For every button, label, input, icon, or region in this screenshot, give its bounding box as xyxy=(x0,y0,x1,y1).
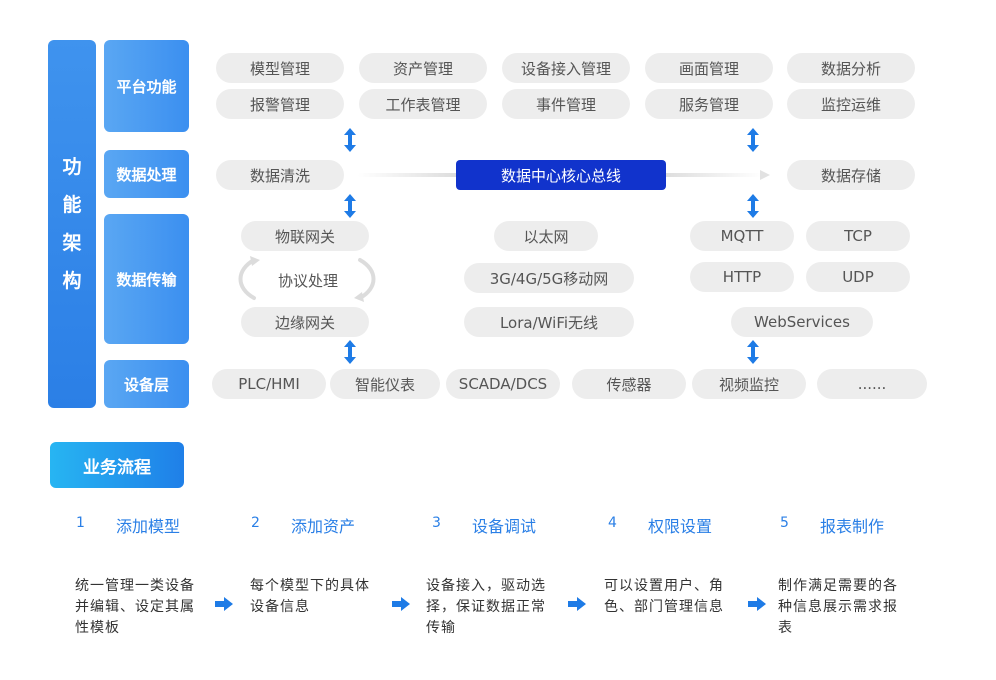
step-number: 3 xyxy=(432,515,441,531)
tcp-pill: TCP xyxy=(806,221,910,251)
step-title: 设备调试 xyxy=(472,517,537,536)
device-item: 智能仪表 xyxy=(330,369,440,399)
step-title: 报表制作 xyxy=(820,517,885,536)
step-description: 可以设置用户、角色、部门管理信息 xyxy=(604,578,724,615)
step-description: 设备接入，驱动选择，保证数据正常传输 xyxy=(426,578,546,636)
platform-item: 工作表管理 xyxy=(359,89,487,119)
workflow-title: 业务流程 xyxy=(50,442,184,488)
step-title: 添加资产 xyxy=(291,517,356,536)
right-arrow-icon xyxy=(392,597,410,611)
device-item: PLC/HMI xyxy=(212,369,326,399)
category-transmission: 数据传输 xyxy=(104,214,189,344)
core-bus: 数据中心核心总线 xyxy=(456,160,666,190)
architecture-title-bar: 功 能 架 构 xyxy=(48,40,96,408)
webservices-pill: WebServices xyxy=(731,307,873,337)
device-item: 视频监控 xyxy=(692,369,806,399)
step-title: 添加模型 xyxy=(116,517,181,536)
mqtt-pill: MQTT xyxy=(690,221,794,251)
right-arrow-icon xyxy=(748,597,766,611)
gateway-pill: 物联网关 xyxy=(241,221,369,251)
step-title: 权限设置 xyxy=(648,517,713,536)
double-arrow-icon xyxy=(747,194,759,218)
cycle-arrows-icon xyxy=(238,256,376,302)
right-arrow-icon xyxy=(215,597,233,611)
double-arrow-icon xyxy=(344,128,356,152)
category-processing: 数据处理 xyxy=(104,150,189,198)
category-device: 设备层 xyxy=(104,360,189,408)
step-number: 5 xyxy=(780,515,789,531)
protocol-label: 协议处理 xyxy=(277,271,338,290)
architecture-title-char: 功 xyxy=(62,156,82,178)
step-description: 每个模型下的具体设备信息 xyxy=(250,578,370,615)
step-number: 1 xyxy=(76,515,85,531)
step-description: 统一管理一类设备并编辑、设定其属性模板 xyxy=(75,578,195,636)
udp-pill: UDP xyxy=(806,262,910,292)
device-item: 传感器 xyxy=(572,369,686,399)
double-arrow-icon xyxy=(747,128,759,152)
lora-wifi-pill: Lora/WiFi无线 xyxy=(464,307,634,337)
platform-item: 监控运维 xyxy=(787,89,915,119)
double-arrow-icon xyxy=(344,340,356,364)
device-item: ...... xyxy=(817,369,927,399)
step-number: 4 xyxy=(608,515,617,531)
mobile-network-pill: 3G/4G/5G移动网 xyxy=(464,263,634,293)
edge-gateway-pill: 边缘网关 xyxy=(241,307,369,337)
architecture-title-char: 能 xyxy=(62,194,82,216)
platform-item: 数据分析 xyxy=(787,53,915,83)
device-item: SCADA/DCS xyxy=(446,369,560,399)
step-number: 2 xyxy=(251,515,260,531)
platform-item: 设备接入管理 xyxy=(502,53,630,83)
processing-left: 数据清洗 xyxy=(216,160,344,190)
platform-item: 事件管理 xyxy=(502,89,630,119)
ethernet-pill: 以太网 xyxy=(494,221,598,251)
category-platform: 平台功能 xyxy=(104,40,189,132)
step-description: 制作满足需要的各种信息展示需求报表 xyxy=(778,578,898,636)
architecture-title-char: 构 xyxy=(62,270,82,292)
platform-item: 模型管理 xyxy=(216,53,344,83)
platform-item: 画面管理 xyxy=(645,53,773,83)
processing-right: 数据存储 xyxy=(787,160,915,190)
platform-item: 报警管理 xyxy=(216,89,344,119)
http-pill: HTTP xyxy=(690,262,794,292)
double-arrow-icon xyxy=(747,340,759,364)
right-arrow-icon xyxy=(568,597,586,611)
platform-item: 资产管理 xyxy=(359,53,487,83)
architecture-title-char: 架 xyxy=(62,232,82,254)
platform-item: 服务管理 xyxy=(645,89,773,119)
double-arrow-icon xyxy=(344,194,356,218)
